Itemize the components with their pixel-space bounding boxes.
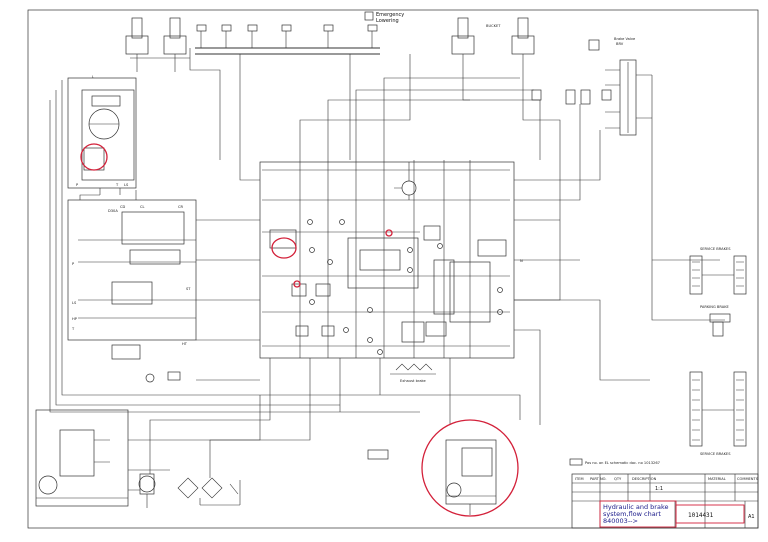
title-block-header-comments: COMMENTS bbox=[737, 477, 759, 481]
label-st: ST bbox=[186, 287, 191, 291]
highlight-mark-1 bbox=[385, 229, 393, 237]
label-n: N bbox=[520, 259, 523, 263]
service-brakes-bottom-label: SERVICE BRAKES bbox=[700, 452, 731, 456]
steering-control-valve bbox=[67, 199, 197, 383]
document-number: 1014431 bbox=[688, 512, 714, 519]
lift-cylinders-left bbox=[125, 17, 190, 72]
port-label-hp: HP bbox=[72, 317, 78, 321]
bottom-pump-filter bbox=[138, 473, 241, 508]
scale-value: 1:1 bbox=[655, 486, 663, 492]
sheet-size: A1 bbox=[748, 514, 755, 520]
main-pump bbox=[394, 162, 417, 200]
port-label-t-top: T bbox=[115, 183, 119, 187]
steering-unit bbox=[67, 77, 137, 195]
main-valve-block bbox=[259, 160, 515, 359]
label-cd: CD bbox=[120, 205, 126, 209]
exhaust-brake-label: Exhaust brake bbox=[400, 379, 426, 383]
bucket-cylinders bbox=[451, 17, 535, 75]
note-text: Pos no. on EL schematic doc. no 1013267 bbox=[585, 461, 660, 465]
service-brakes-top-label: SERVICE BRAKES bbox=[700, 247, 731, 251]
parking-brake-label: PARKING BRAKE bbox=[700, 305, 730, 309]
hydraulic-lines bbox=[49, 48, 725, 491]
label-d30a: D30A bbox=[108, 209, 118, 213]
top-sensor-row bbox=[195, 24, 380, 55]
accumulator-unit bbox=[445, 439, 497, 515]
doc-number-highlight bbox=[675, 504, 745, 524]
highlight-circle-accumulator bbox=[421, 419, 519, 517]
highlight-circle-valve bbox=[271, 237, 297, 259]
highlight-mark-2 bbox=[293, 280, 301, 288]
service-brakes-bottom bbox=[689, 371, 747, 447]
pump-unit-left bbox=[35, 409, 129, 507]
brake-valve bbox=[531, 39, 652, 136]
small-block bbox=[367, 449, 389, 460]
title-block-header-desc: DESCRIPTION bbox=[632, 477, 657, 481]
parking-brake bbox=[709, 313, 731, 337]
label-ht: HT bbox=[182, 342, 188, 346]
component-markers bbox=[307, 219, 503, 355]
port-label-p-top: P bbox=[76, 183, 79, 187]
title-block-header-qty: QTY bbox=[614, 477, 622, 481]
drawing-title-line-2: system,flow chart bbox=[603, 510, 661, 518]
emergency-lowering-label-2: Lowering bbox=[376, 18, 399, 24]
service-brakes-top bbox=[689, 255, 747, 295]
drawing-subtitle: 840003--> bbox=[603, 517, 638, 525]
port-label-ls-top: LS bbox=[124, 183, 129, 187]
port-label-ls: LS bbox=[72, 301, 77, 305]
title-block-header-part: PART NO. bbox=[590, 477, 606, 481]
highlight-circle-steering bbox=[80, 143, 108, 171]
label-cr: CR bbox=[178, 205, 184, 209]
exhaust-brake bbox=[390, 363, 436, 375]
title-block-header-material: MATERIAL bbox=[708, 477, 726, 481]
port-label-t: T bbox=[71, 327, 75, 331]
brake-valve-label: Brake Valve bbox=[614, 37, 636, 41]
brake-valve-label-2: BRV bbox=[616, 42, 624, 46]
label-cl: CL bbox=[140, 205, 145, 209]
port-label-p: P bbox=[72, 262, 75, 266]
drawing-title-line-1: Hydraulic and brake bbox=[603, 503, 669, 511]
bucket-label: BUCKET bbox=[486, 24, 501, 28]
emergency-lowering-icon bbox=[364, 11, 374, 21]
note-box bbox=[569, 458, 583, 466]
title-block-header-item: ITEM bbox=[575, 477, 584, 481]
drawing-frame bbox=[27, 9, 759, 529]
emergency-lowering-label: Emergency bbox=[376, 12, 404, 18]
port-label-l-top: L bbox=[92, 75, 94, 79]
